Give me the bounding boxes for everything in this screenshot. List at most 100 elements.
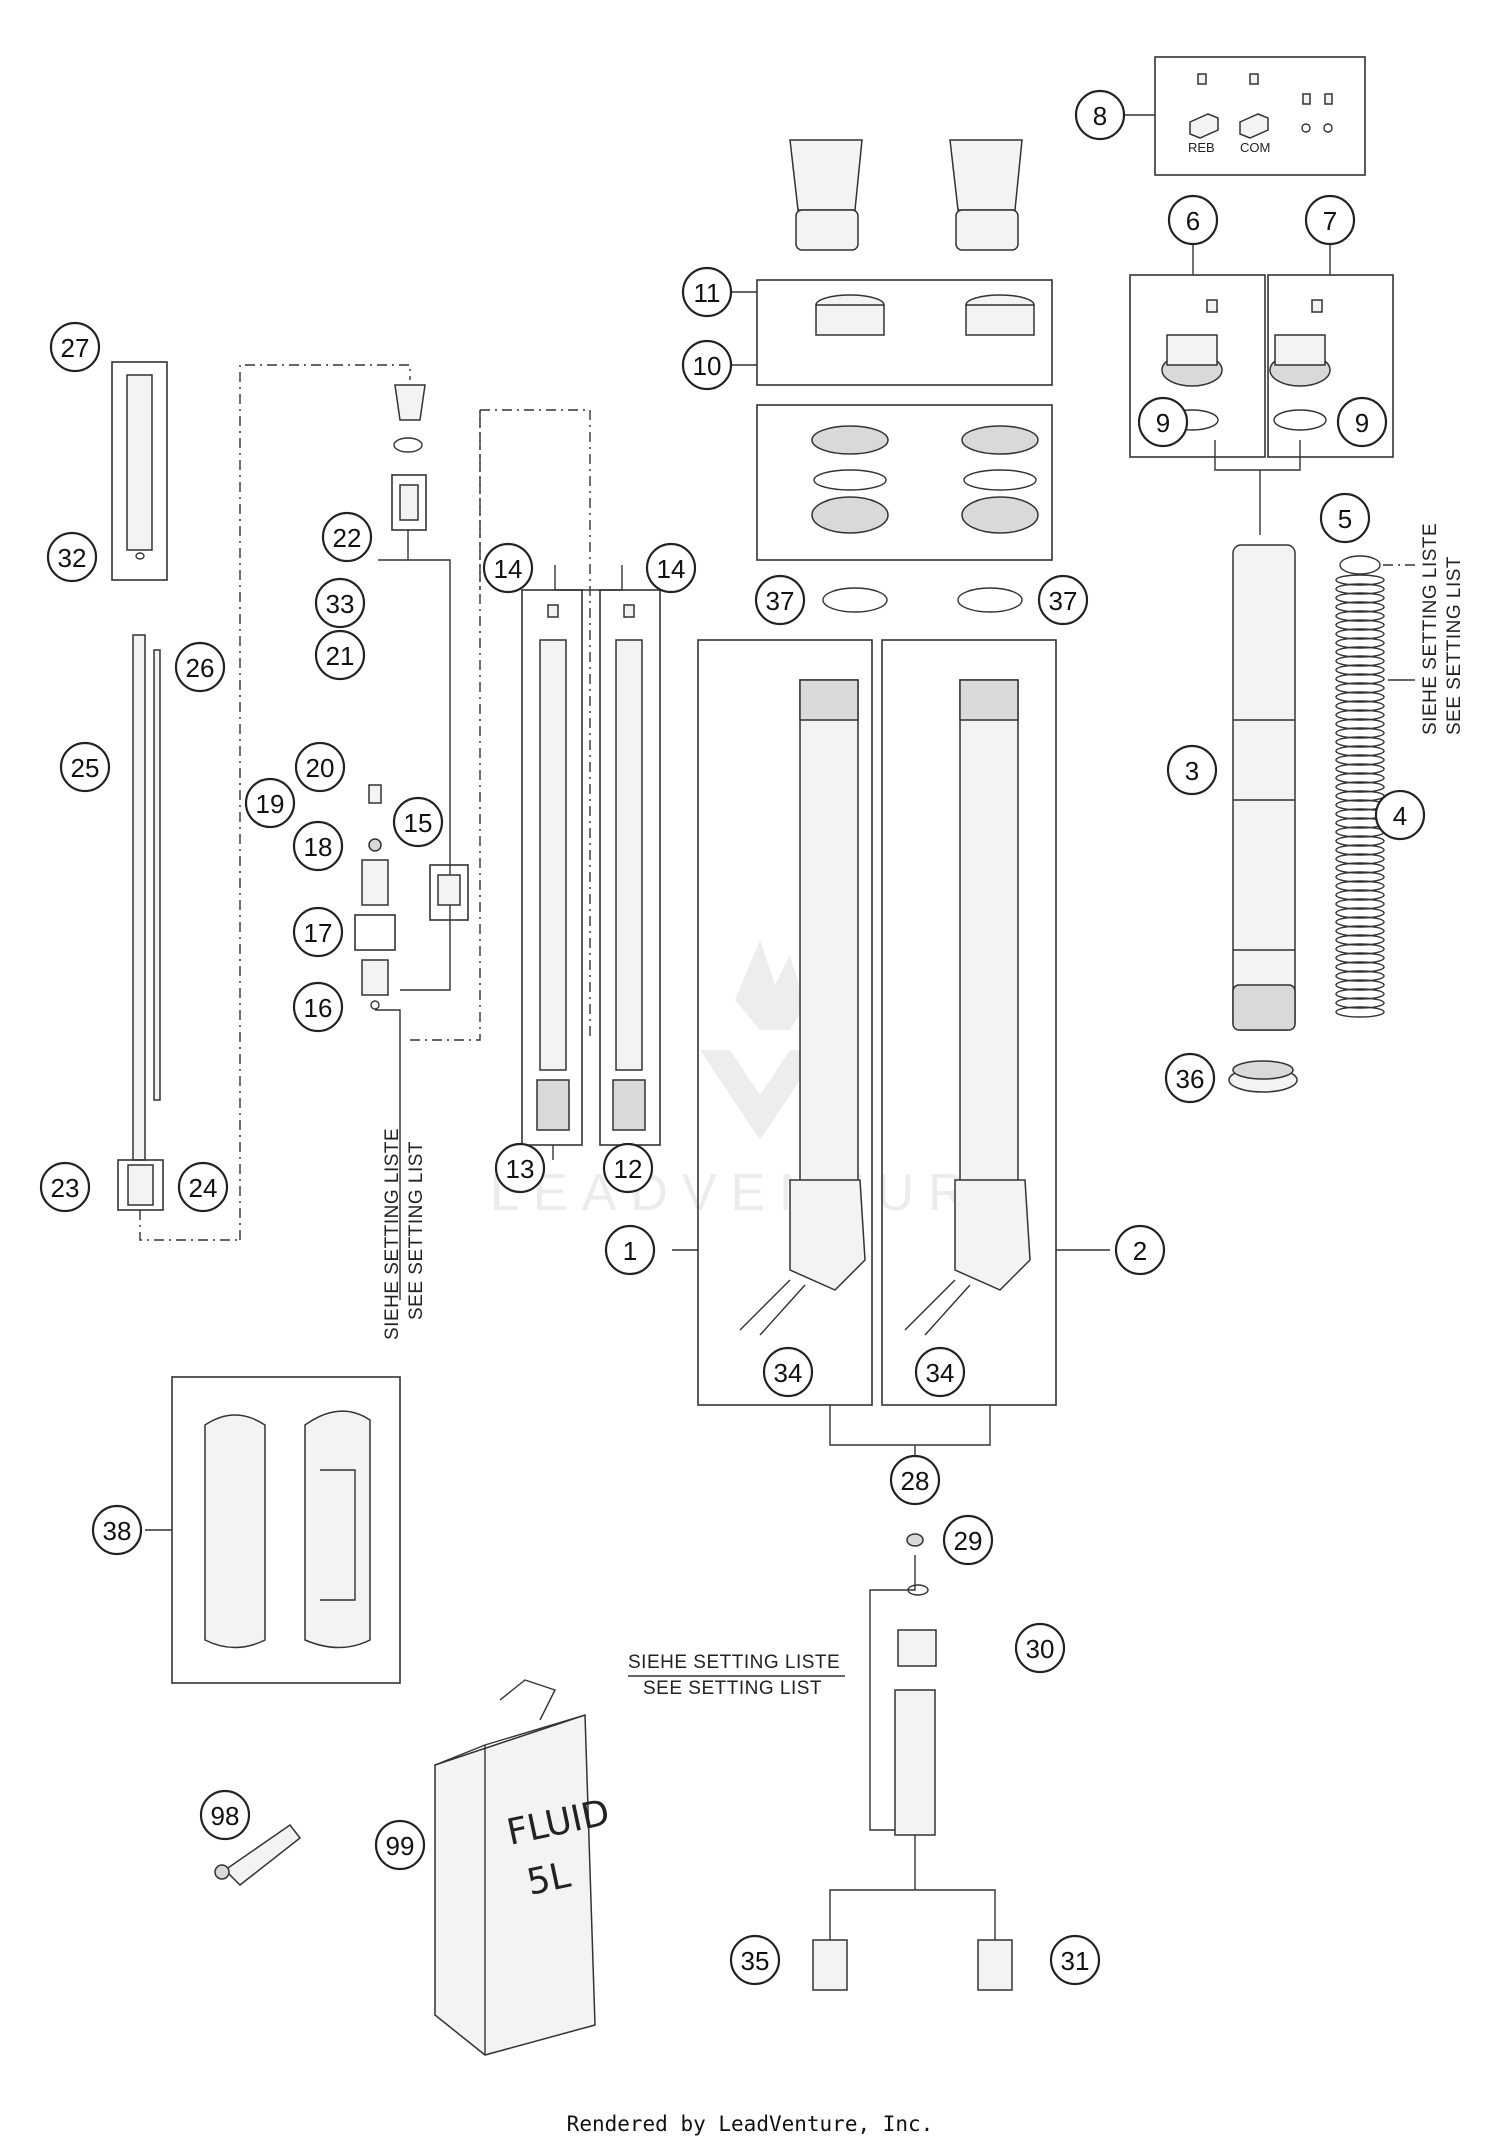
callout-10: 10	[681, 339, 733, 391]
callout-circle	[1049, 1934, 1101, 1986]
callout-circle	[46, 531, 98, 583]
spring-coil	[1335, 583, 1385, 595]
callout-34: 34	[762, 1346, 814, 1398]
spring-coil	[1335, 772, 1385, 784]
note-see-setting-list-3: SEE SETTING LIST	[643, 1678, 822, 1699]
callout-number: 10	[693, 351, 722, 381]
callout-circle	[199, 1789, 251, 1841]
spring-coil	[1335, 961, 1385, 973]
callout-circle	[59, 741, 111, 793]
callout-circle	[1037, 574, 1089, 626]
spring-coil	[1335, 637, 1385, 649]
callout-28: 28	[889, 1454, 941, 1506]
note-see-setting-list-2: SEE SETTING LIST	[406, 1141, 427, 1320]
callout-number: 25	[71, 753, 100, 783]
spring-coil	[1335, 754, 1385, 766]
callout-15: 15	[392, 796, 444, 848]
callout-3: 3	[1166, 744, 1218, 796]
callout-16: 16	[292, 981, 344, 1033]
group-23-27-rod	[111, 361, 240, 1241]
spring-coil	[1335, 781, 1385, 793]
callout-number: 1	[623, 1236, 637, 1266]
spring-coil	[1335, 997, 1385, 1009]
callout-number: 17	[304, 918, 333, 948]
callout-number: 30	[1026, 1634, 1055, 1664]
callout-22: 22	[321, 511, 373, 563]
note-siehe-setting-liste-1: SIEHE SETTING LISTE	[1420, 523, 1441, 735]
callout-circle	[645, 542, 697, 594]
callout-number: 3	[1185, 756, 1199, 786]
callout-25: 25	[59, 741, 111, 793]
callout-number: 19	[256, 789, 285, 819]
callout-13: 13	[494, 1142, 546, 1194]
leadventure-watermark: LEADVENTURE	[490, 940, 1028, 1222]
group-28-31-base-valve: SIEHE SETTING LISTE SEE SETTING LIST	[628, 1473, 1013, 1991]
spring-coil	[1335, 601, 1385, 613]
watermark-text: LEADVENTURE	[490, 1164, 1028, 1222]
callout-number: 15	[404, 808, 433, 838]
callout-5: 5	[1319, 492, 1371, 544]
spring-coil	[1335, 844, 1385, 856]
callout-21: 21	[314, 629, 366, 681]
com-label: COM	[1240, 140, 1270, 155]
callout-number: 35	[741, 1946, 770, 1976]
callout-circle	[681, 339, 733, 391]
callout-number: 21	[326, 641, 355, 671]
callout-circle	[392, 796, 444, 848]
spring-coil	[1335, 979, 1385, 991]
callout-14: 14	[645, 542, 697, 594]
callout-35: 35	[729, 1934, 781, 1986]
callout-number: 7	[1323, 206, 1337, 236]
callout-8: 8	[1074, 89, 1126, 141]
callout-circle	[1304, 194, 1356, 246]
group-12-13-cartridges	[479, 409, 661, 1160]
callout-99: 99	[374, 1819, 426, 1871]
callout-29: 29	[942, 1514, 994, 1566]
spring-coil	[1335, 745, 1385, 757]
spring-coil	[1335, 718, 1385, 730]
callout-circle	[1164, 1052, 1216, 1104]
spring-coil	[1335, 880, 1385, 892]
group-6-7-fork-caps	[1129, 240, 1394, 535]
callout-number: 9	[1355, 408, 1369, 438]
callout-circle	[754, 574, 806, 626]
spring-coil	[1335, 871, 1385, 883]
callout-number: 2	[1133, 1236, 1147, 1266]
callout-9: 9	[1336, 396, 1388, 448]
callout-circle	[39, 1161, 91, 1213]
spring-coil	[1335, 673, 1385, 685]
callout-circle	[1137, 396, 1189, 448]
callout-circle	[942, 1514, 994, 1566]
callout-number: 38	[103, 1516, 132, 1546]
spring-coil	[1335, 862, 1385, 874]
callout-2: 2	[1114, 1224, 1166, 1276]
callout-number: 14	[657, 554, 686, 584]
spring-coil	[1335, 592, 1385, 604]
callout-number: 11	[694, 278, 721, 308]
callout-37: 37	[754, 574, 806, 626]
spring-coil	[1335, 763, 1385, 775]
reb-label: REB	[1188, 140, 1215, 155]
callout-1: 1	[604, 1224, 656, 1276]
callout-number: 26	[186, 653, 215, 683]
group-8-adjusters: REB COM	[1120, 56, 1366, 176]
callout-number: 98	[211, 1801, 240, 1831]
callout-circle	[49, 321, 101, 373]
spring-coil	[1335, 709, 1385, 721]
spring-coil	[1335, 853, 1385, 865]
callout-number: 33	[326, 589, 355, 619]
spring-coil	[1335, 664, 1385, 676]
callout-circle	[1319, 492, 1371, 544]
spring-coil	[1335, 988, 1385, 1000]
spring-coil	[1335, 682, 1385, 694]
callout-12: 12	[602, 1142, 654, 1194]
spring-coil	[1335, 691, 1385, 703]
callout-circle	[1074, 89, 1126, 141]
spring-coil	[1335, 655, 1385, 667]
spring-coil	[1335, 916, 1385, 928]
callout-circle	[914, 1346, 966, 1398]
callout-circle	[1014, 1622, 1066, 1674]
callout-circle	[321, 511, 373, 563]
